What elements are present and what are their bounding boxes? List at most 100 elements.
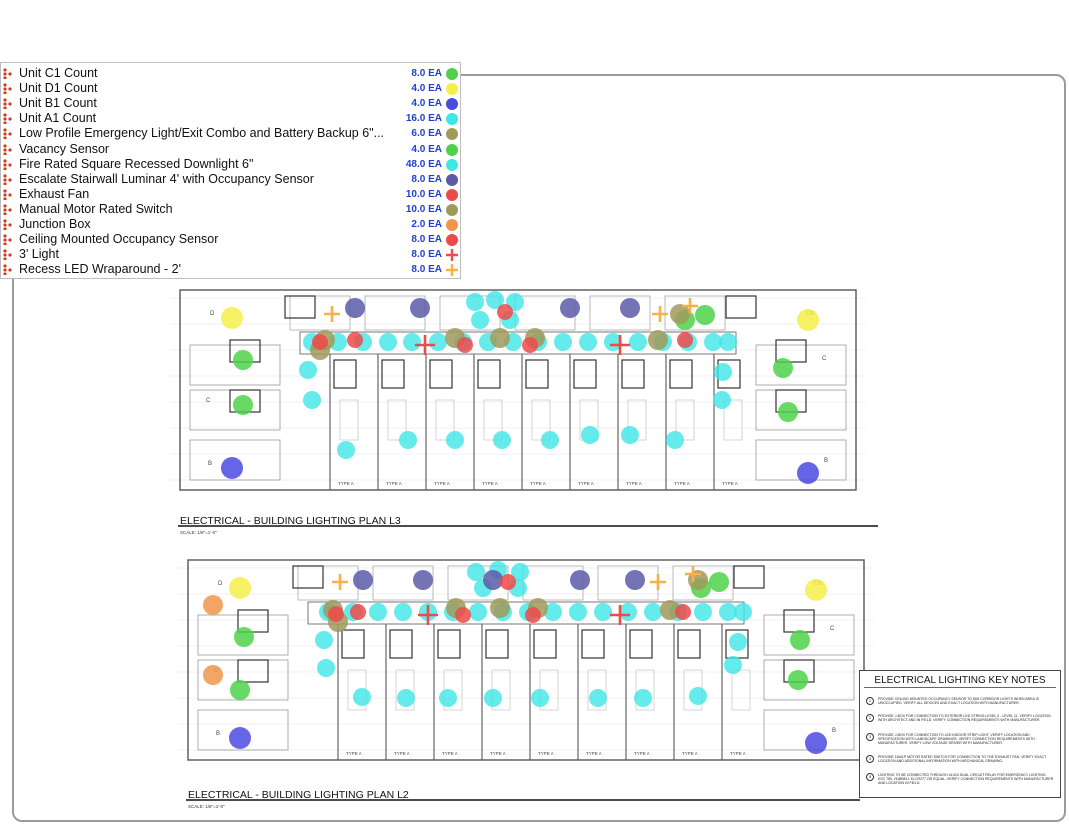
markup-circle	[670, 304, 690, 324]
bathroom-outline	[333, 359, 357, 389]
markup-circle	[704, 333, 722, 351]
markup-circle	[486, 291, 504, 309]
drag-handle-icon[interactable]	[3, 158, 15, 170]
markup-circle	[634, 689, 652, 707]
bed-outline	[339, 399, 359, 441]
legend-item-label: Recess LED Wraparound - 2'	[19, 262, 181, 277]
markup-circle	[394, 603, 412, 621]
markup-circle	[579, 333, 597, 351]
markup-circle	[677, 332, 693, 348]
legend-item-label: Vacancy Sensor	[19, 141, 110, 156]
markup-circle	[714, 363, 732, 381]
unit-type-label: TYPE A	[626, 481, 642, 486]
drag-handle-icon[interactable]	[3, 143, 15, 155]
legend-item-quantity: 8.0 EA	[411, 234, 442, 246]
drag-handle-icon[interactable]	[3, 219, 15, 230]
markup-circle	[234, 627, 254, 647]
markup-plus	[418, 605, 438, 625]
room-outline	[589, 295, 651, 331]
drag-handle-icon[interactable]	[3, 264, 15, 276]
unit-letter-label: D	[210, 311, 215, 317]
unit-letter-label: C	[206, 398, 211, 404]
markup-circle	[397, 689, 415, 707]
bed-outline	[387, 399, 407, 441]
bathroom-outline	[669, 359, 693, 389]
markup-plus	[650, 574, 666, 590]
markup-circle	[544, 603, 562, 621]
building-outline	[179, 289, 857, 491]
bathroom-outline	[485, 629, 509, 659]
drag-handle-icon[interactable]	[3, 189, 15, 200]
circle-marker-icon	[446, 83, 458, 96]
legend-item-quantity: 16.0 EA	[405, 113, 442, 125]
legend-item-label: Manual Motor Rated Switch	[19, 201, 173, 216]
legend-item-label: Ceiling Mounted Occupancy Sensor	[19, 232, 219, 247]
markup-circle	[797, 309, 819, 331]
drag-handle-icon[interactable]	[3, 204, 15, 215]
circle-marker-icon	[446, 98, 458, 111]
markup-circle	[410, 298, 430, 318]
legend-item[interactable]: Escalate Stairwall Luminar 4' with Occup…	[1, 172, 462, 187]
legend-item-label: 3' Light	[19, 247, 59, 262]
plus-marker-icon	[446, 249, 458, 262]
circle-marker-icon	[446, 158, 458, 171]
legend-item-quantity: 8.0 EA	[411, 68, 442, 79]
markup-plus	[415, 335, 435, 355]
key-note-number: 5	[866, 773, 874, 781]
legend-item-quantity: 8.0 EA	[411, 249, 442, 261]
legend-item[interactable]: Recess LED Wraparound - 2'8.0 EA	[1, 262, 462, 277]
markup-circle	[719, 333, 737, 351]
markup-circle	[350, 604, 366, 620]
legend-item[interactable]: Low Profile Emergency Light/Exit Combo a…	[1, 126, 462, 141]
drag-handle-icon[interactable]	[3, 234, 15, 246]
drag-handle-icon[interactable]	[3, 249, 15, 261]
markup-circle	[233, 395, 253, 415]
markup-circle	[694, 603, 712, 621]
side-unit-outline	[763, 659, 855, 701]
markup-circle	[620, 298, 640, 318]
markup-circle	[379, 333, 397, 351]
key-note-text: PROVIDE J-BOX FOR CONNECTION TO EXTERIOR…	[878, 714, 1051, 723]
legend-item[interactable]: Fire Rated Square Recessed Downlight 6"4…	[1, 157, 462, 172]
circle-marker-icon	[446, 203, 458, 216]
bed-outline	[635, 669, 655, 711]
legend-item-quantity: 4.0 EA	[411, 98, 442, 110]
bathroom-outline	[581, 629, 605, 659]
legend-item-label: Low Profile Emergency Light/Exit Combo a…	[19, 126, 385, 141]
markup-circle	[483, 570, 503, 590]
drag-handle-icon[interactable]	[3, 113, 15, 125]
markup-circle	[797, 462, 819, 484]
markup-circle	[589, 689, 607, 707]
unit-letter-label: B	[208, 461, 212, 467]
markup-circle	[660, 600, 680, 620]
drag-handle-icon[interactable]	[3, 174, 15, 185]
markup-circle	[490, 328, 510, 348]
circle-marker-icon	[446, 68, 458, 80]
legend-item-label: Fire Rated Square Recessed Downlight 6"	[19, 156, 254, 171]
bathroom-outline	[621, 359, 645, 389]
side-unit-outline	[763, 614, 855, 656]
drag-handle-icon[interactable]	[3, 128, 15, 140]
legend-item[interactable]: 3' Light 8.0 EA	[1, 247, 462, 262]
bathroom-outline	[477, 359, 501, 389]
unit-type-label: TYPE A	[530, 481, 546, 486]
drag-handle-icon[interactable]	[3, 98, 15, 110]
markup-circle	[203, 665, 223, 685]
markup-circle	[347, 332, 363, 348]
drag-handle-icon[interactable]	[3, 68, 15, 79]
markup-circle	[581, 426, 599, 444]
bed-outline	[395, 669, 415, 711]
legend-item[interactable]: Ceiling Mounted Occupancy Sensor 8.0 EA	[1, 232, 462, 247]
drag-handle-icon[interactable]	[3, 83, 15, 95]
markup-circle	[221, 307, 243, 329]
